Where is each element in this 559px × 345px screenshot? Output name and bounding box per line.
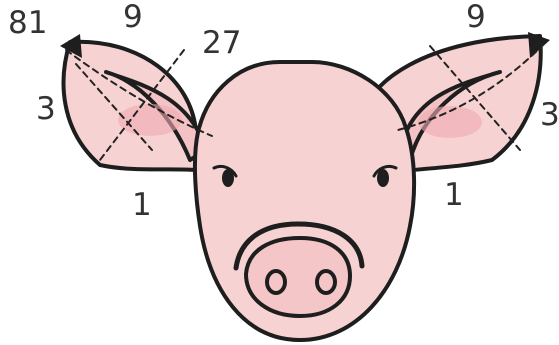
label-left-top-corner: 81 [8,8,47,39]
label-right-bottom: 1 [444,180,464,211]
label-left-top-middle: 9 [123,2,143,33]
label-right-side: 3 [540,100,559,131]
label-right-top-middle: 9 [466,2,486,33]
label-left-side: 3 [36,94,56,125]
label-left-bottom: 1 [132,190,152,221]
label-left-base-top: 27 [202,28,241,59]
left-ear-blush [118,104,182,136]
